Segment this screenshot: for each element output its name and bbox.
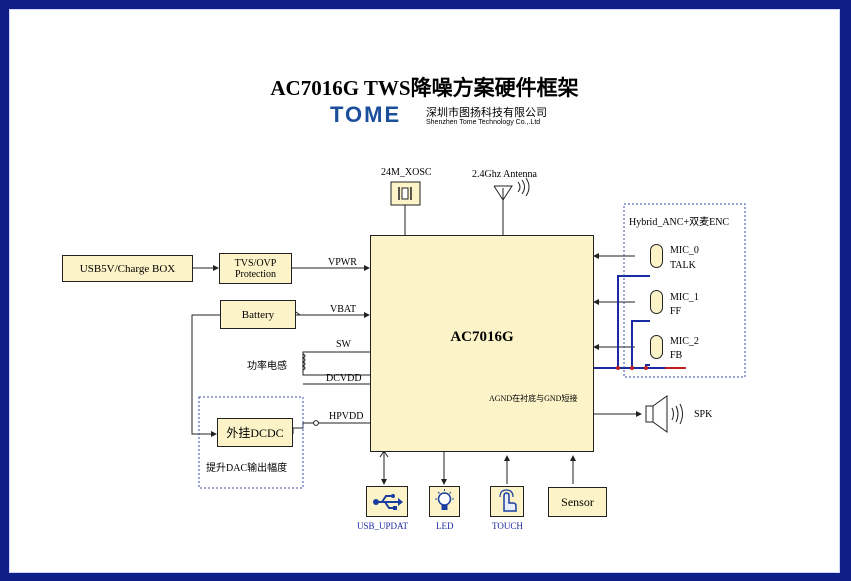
chip-ac7016g <box>370 235 594 452</box>
bulb-icon <box>435 489 454 510</box>
mic-2-icon <box>650 335 663 359</box>
mic-1-name: MIC_1 <box>670 292 699 303</box>
dcdc-note: 提升DAC输出幅度 <box>206 463 288 474</box>
logo-company-cn: 深圳市图扬科技有限公司 <box>426 106 547 119</box>
inductor-label: 功率电感 <box>247 361 287 372</box>
company-logo: TOME 深圳市图扬科技有限公司 Shenzhen Tome Technolog… <box>330 102 590 132</box>
mic-1-icon <box>650 290 663 314</box>
logo-mark: TOME <box>330 102 402 127</box>
mic-1-role: FF <box>670 306 682 317</box>
touch-label: TOUCH <box>492 521 523 531</box>
mic-2-name: MIC_2 <box>670 336 699 347</box>
inductor-symbol <box>301 353 306 371</box>
mic-group-outline <box>623 203 746 378</box>
diagram-frame: AC7016G TWS降噪方案硬件框架 TOME 深圳市图扬科技有限公司 She… <box>9 9 840 573</box>
antenna-label: 2.4Ghz Antenna <box>472 169 537 180</box>
xosc-label: 24M_XOSC <box>381 167 432 178</box>
mic-0-icon <box>650 244 663 268</box>
wire-sw <box>302 351 371 376</box>
tvs-line2: Protection <box>234 268 277 280</box>
led-box <box>429 486 460 517</box>
mic-group-label: Hybrid_ANC+双麦ENC <box>629 217 730 228</box>
mic-0-name: MIC_0 <box>670 245 699 256</box>
mic-wire <box>617 275 650 368</box>
pin-vpwr: VPWR <box>328 257 357 268</box>
sensor-box: Sensor <box>548 487 607 517</box>
speaker-symbol <box>645 405 654 423</box>
dcdc-group-outline <box>198 396 304 489</box>
tvs-line1: TVS/OVP <box>234 257 277 269</box>
pin-sw: SW <box>336 339 351 350</box>
battery-box: Battery <box>220 300 296 329</box>
led-label: LED <box>436 521 454 531</box>
touch-box <box>490 486 524 517</box>
touch-icon <box>499 489 517 512</box>
chip-name: AC7016G <box>450 329 514 345</box>
usb-update-box <box>366 486 408 517</box>
page-title: AC7016G TWS降噪方案硬件框架 <box>270 76 579 100</box>
pin-vbat: VBAT <box>330 304 357 315</box>
logo-company-en: Shenzhen Tome Technology Co.,.Ltd <box>426 119 541 126</box>
mic-0-role: TALK <box>670 260 696 271</box>
usb-icon <box>373 494 403 510</box>
wire-battery-dcdc <box>191 314 220 437</box>
tvs-ovp-box: TVS/OVP Protection <box>219 253 292 284</box>
spk-label: SPK <box>694 409 713 420</box>
agnd-note: AGND在衬底与GND短接 <box>489 394 578 403</box>
pin-dcvdd: DCVDD <box>326 373 362 384</box>
usb-update-label: USB_UPDAT <box>357 521 409 531</box>
mic-2-role: FB <box>670 350 683 361</box>
usb-charge-box: USB5V/Charge BOX <box>62 255 193 282</box>
dcdc-box: 外挂DCDC <box>217 418 293 447</box>
pin-hpvdd: HPVDD <box>329 411 364 422</box>
